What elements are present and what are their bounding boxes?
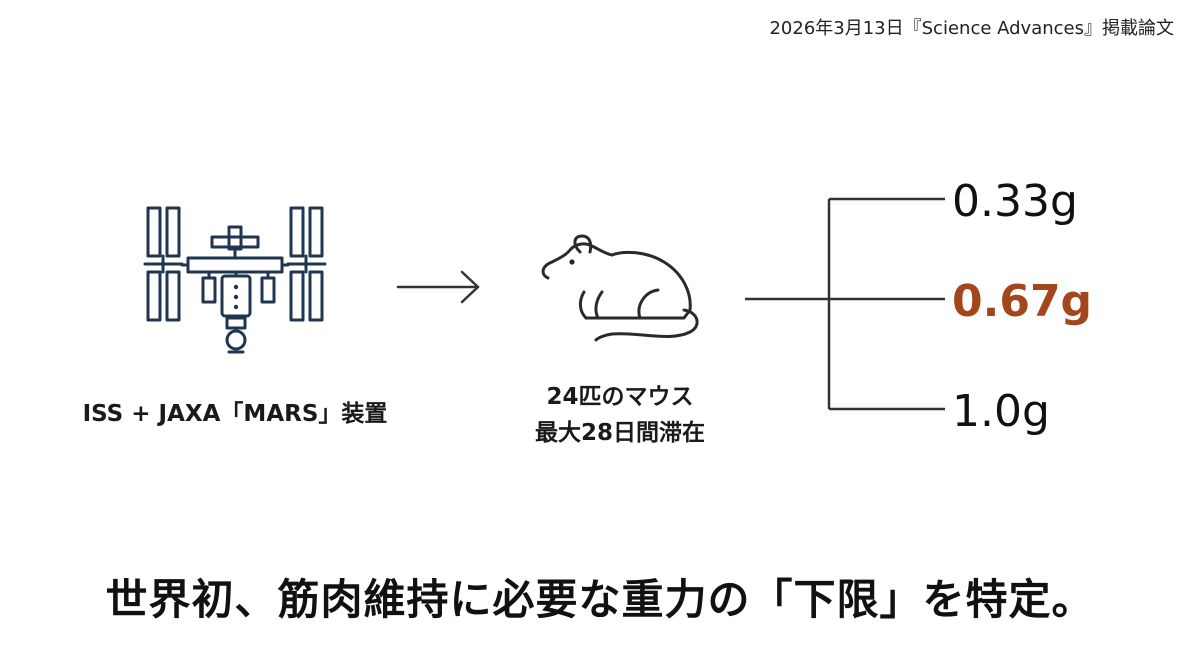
publication-note: 2026年3月13日『Science Advances』掲載論文 <box>769 18 1174 39</box>
gravity-level-earth: 1.0g <box>952 386 1050 437</box>
stay-duration-label: 最大28日間滞在 <box>534 419 705 446</box>
gravity-level-threshold: 0.67g <box>952 276 1093 327</box>
mouse-icon <box>541 234 699 342</box>
mouse-caption: 24匹のマウス 最大28日間滞在 <box>470 380 770 451</box>
mouse-count-label: 24匹のマウス <box>546 384 694 410</box>
iss-caption: ISS + JAXA「MARS」装置 <box>82 401 388 427</box>
arrow-right-icon <box>396 270 480 304</box>
space-station-icon <box>143 206 327 354</box>
gravity-level-low: 0.33g <box>952 176 1078 227</box>
headline: 世界初、筋肉維持に必要な重力の「下限」を特定。 <box>105 575 1095 624</box>
branch-connector <box>745 197 945 411</box>
mouse-eye <box>569 259 575 265</box>
